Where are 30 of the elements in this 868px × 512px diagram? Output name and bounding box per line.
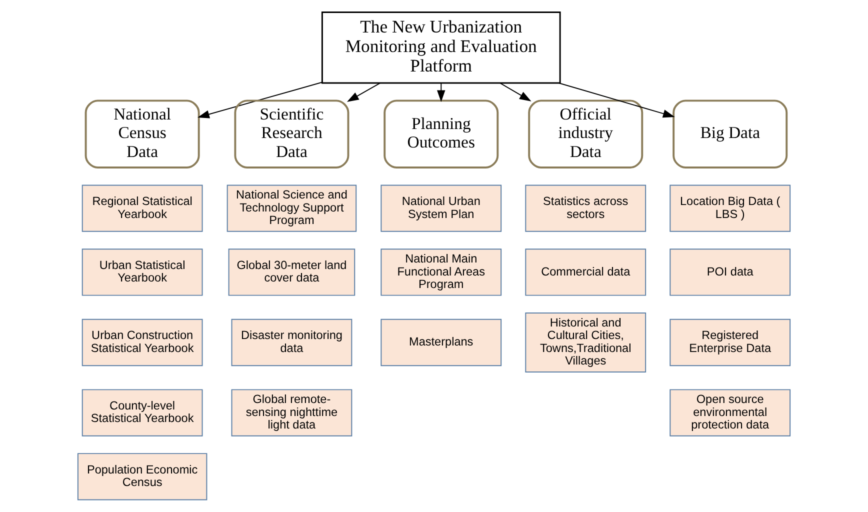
node-box: Masterplans: [380, 318, 502, 366]
node-box: The New Urbanization Monitoring and Evaluation Platform: [321, 12, 561, 84]
node-box: Planning Outcomes: [384, 100, 499, 169]
node-box: National Science and Technology Support Program: [226, 184, 357, 232]
node-box: County-level Statistical Yearbook: [82, 389, 203, 436]
node-box: Big Data: [672, 100, 788, 169]
node-box: Location Big Data ( LBS ): [670, 184, 791, 232]
node-box: National Urban System Plan: [380, 184, 502, 232]
node-box: Regional Statistical Yearbook: [82, 184, 203, 232]
node-box: POI data: [670, 248, 791, 296]
arrow: [500, 82, 532, 102]
node-box: National Main Functional Areas Program: [380, 248, 502, 296]
node-box: Open source environmental protection data: [670, 389, 791, 436]
node-box: Scientific Research Data: [234, 100, 350, 169]
node-box: Urban Statistical Yearbook: [82, 248, 203, 296]
node-box: Population Economic Census: [77, 453, 208, 500]
arrow: [346, 82, 380, 102]
node-box: Statistics across sectors: [525, 184, 646, 232]
arrow: [437, 82, 446, 102]
arrow: [198, 82, 323, 118]
node-box: Global 30-meter land cover data: [228, 248, 356, 296]
arrow: [558, 82, 675, 118]
node-box: Disaster monitoring data: [231, 318, 352, 366]
node-box: Urban Construction Statistical Yearbook: [82, 318, 203, 366]
node-box: Commercial data: [525, 248, 646, 296]
node-box: Global remote-sensing nighttime light data: [231, 389, 352, 436]
node-box: National Census Data: [84, 100, 200, 169]
node-box: Historical and Cultural Cities, Towns,Traditional Villages: [525, 312, 646, 372]
node-box: Official industry Data: [528, 100, 644, 169]
node-box: Registered Enterprise Data: [670, 318, 791, 366]
